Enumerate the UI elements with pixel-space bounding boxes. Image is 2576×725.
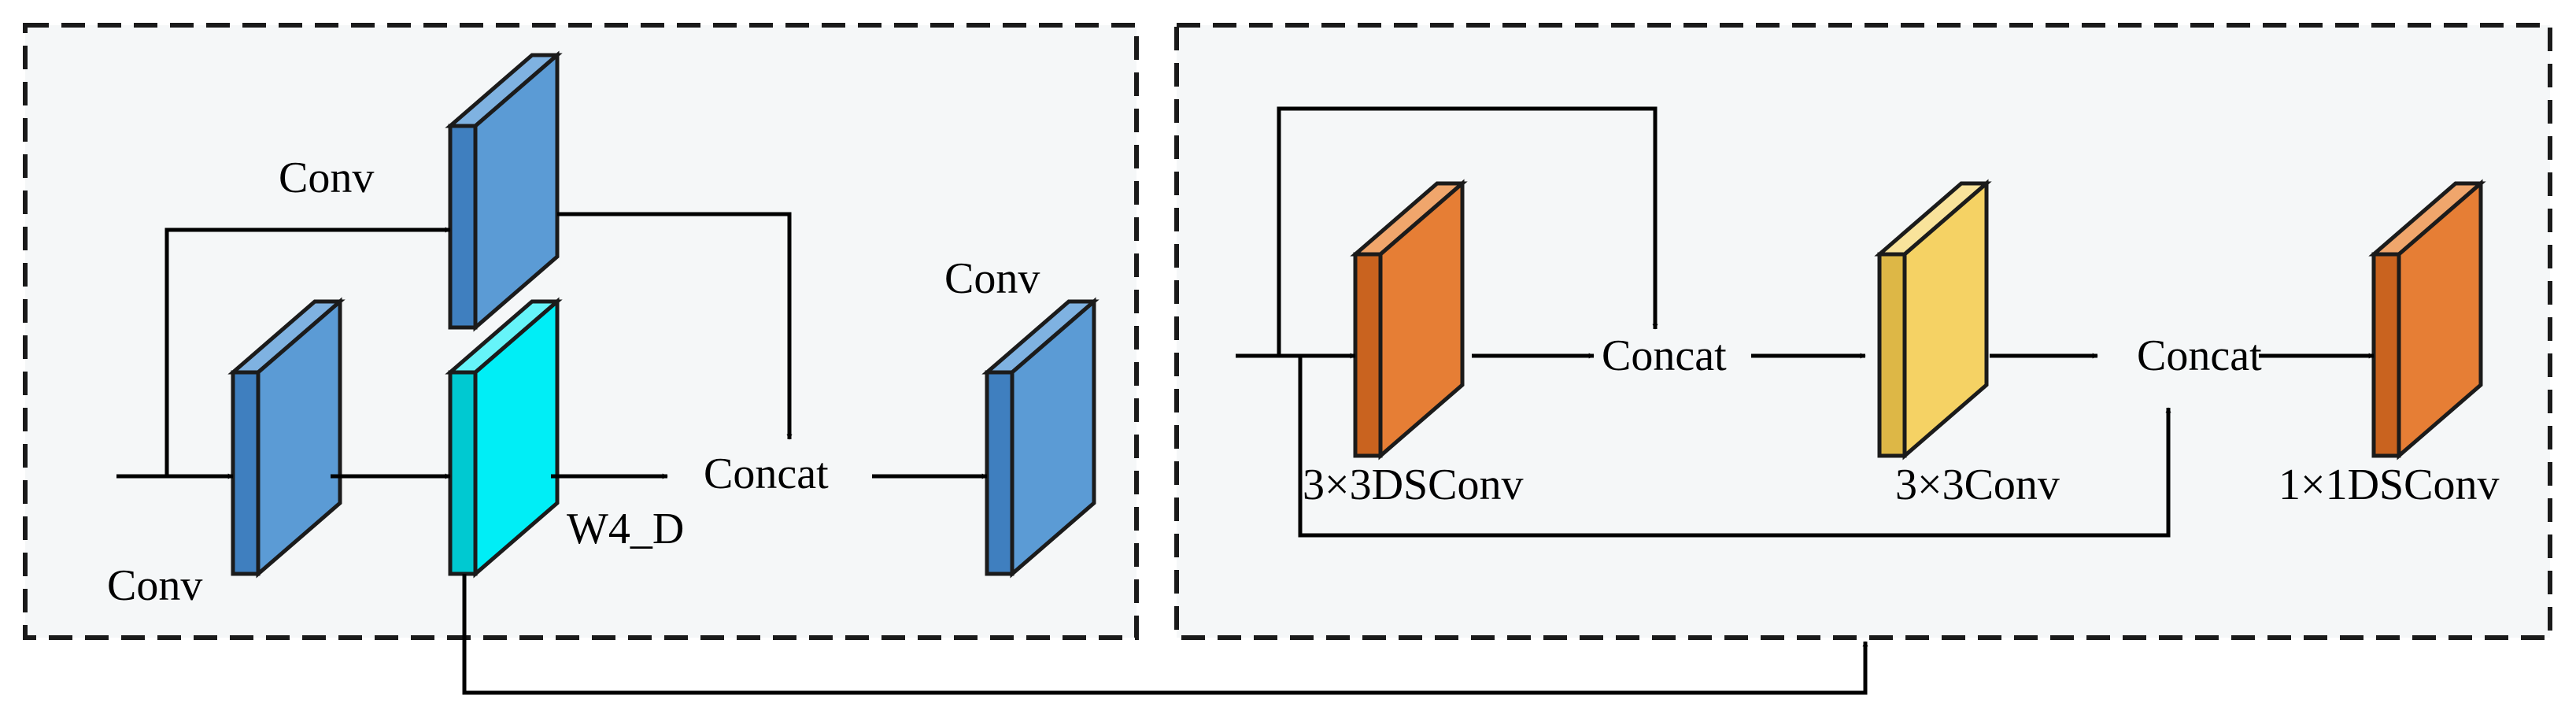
label-concat-2: Concat [2137,331,2262,380]
label-dsconv1: 1×1DSConv [2278,461,2500,509]
label-concat-left: Concat [704,449,829,498]
conv-block-bottom [227,297,346,579]
label-w4d: W4_D [567,505,684,553]
arrow-skip-under-to-concat2 [1298,356,2171,538]
arrow-conv-top-to-concat [557,212,793,440]
conv-block-top [445,50,563,332]
label-dsconv3: 3×3DSConv [1303,461,1524,509]
label-conv3: 3×3Conv [1895,461,2060,509]
arrow-w4d-to-right-module [462,574,1868,695]
conv-block-output [981,297,1100,579]
w4d-block [445,297,563,579]
dsconv3-block [1350,179,1468,461]
arrow-skip-over-to-concat1 [1277,106,1658,356]
dsconv1-block [2368,179,2486,461]
arrow-skip-to-conv-top [164,227,451,476]
label-conv-bottom: Conv [107,561,202,610]
conv3-block [1874,179,1992,461]
label-conv-output: Conv [944,254,1040,303]
label-concat-1: Concat [1602,331,1727,380]
left-module-panel [23,23,1139,640]
label-conv-top: Conv [279,154,374,202]
